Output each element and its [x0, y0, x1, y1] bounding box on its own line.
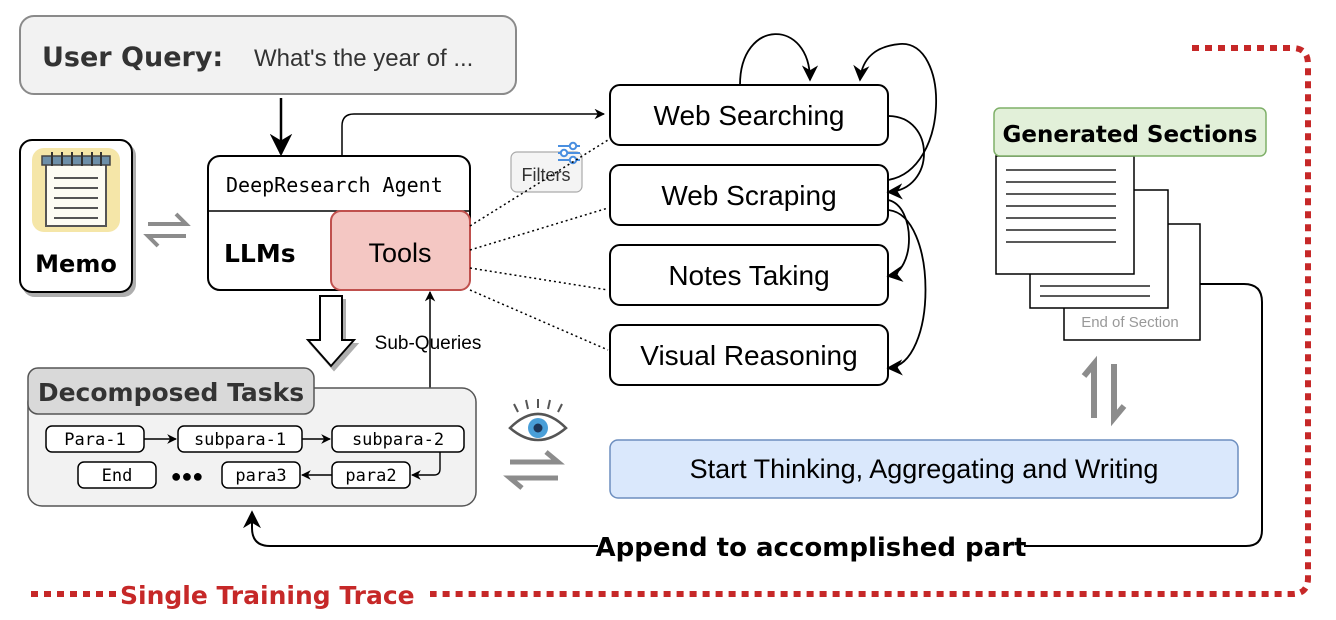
append-loop-arrow	[243, 283, 1263, 547]
tool-dotted-connectors	[469, 139, 609, 351]
tool-box-web-scraping: Web Scraping	[609, 164, 889, 226]
task-node-end: End	[77, 461, 157, 489]
deepresearch-agent-box: DeepResearch Agent LLMs Tools	[207, 155, 471, 291]
svg-text:Para-1: Para-1	[64, 430, 125, 450]
svg-text:para2: para2	[345, 466, 396, 486]
tool-box-notes-taking: Notes Taking	[609, 244, 889, 306]
decomposed-tasks-panel: Decomposed Tasks Para-1 subpara-1 subpar…	[27, 367, 477, 507]
filters-badge: Filters	[510, 141, 583, 193]
eye-icon	[508, 399, 568, 442]
agent-title: DeepResearch Agent	[226, 173, 443, 197]
task-node-para3: para3	[221, 461, 301, 489]
tool-box-visual-reasoning: Visual Reasoning	[609, 324, 889, 386]
svg-text:subpara-2: subpara-2	[352, 430, 444, 450]
filters-label: Filters	[522, 165, 571, 185]
start-thinking-label: Start Thinking, Aggregating and Writing	[690, 454, 1159, 484]
tool-box-web-searching: Web Searching	[609, 84, 889, 146]
llms-label: LLMs	[224, 239, 296, 268]
sections-exchange-arrows	[1081, 355, 1127, 427]
user-query-text: What's the year of ...	[254, 45, 473, 72]
append-label: Append to accomplished part	[596, 533, 1027, 563]
memo-card: Memo	[19, 139, 133, 293]
end-of-section-label: End of Section	[1081, 314, 1179, 331]
start-thinking-box: Start Thinking, Aggregating and Writing	[609, 439, 1239, 499]
generated-sections-title: Generated Sections	[1003, 122, 1258, 148]
tool-label-web-searching: Web Searching	[654, 100, 845, 131]
tools-label: Tools	[368, 238, 431, 268]
agent-to-search-arrow	[341, 108, 606, 156]
svg-text:para3: para3	[235, 466, 286, 486]
svg-text:subpara-1: subpara-1	[194, 430, 286, 450]
user-query-box: User Query: What's the year of ...	[19, 15, 517, 95]
task-node-para-1: Para-1	[45, 425, 145, 453]
task-ellipsis: ●●●	[171, 466, 204, 486]
memo-label: Memo	[35, 250, 117, 278]
task-node-para2: para2	[331, 461, 411, 489]
tool-label-visual-reasoning: Visual Reasoning	[640, 340, 857, 371]
hollow-down-arrow	[305, 295, 357, 368]
tool-label-notes-taking: Notes Taking	[668, 260, 829, 291]
notepad-icon	[32, 148, 120, 232]
single-trace-label: Single Training Trace	[120, 581, 415, 610]
task-node-subpara-1: subpara-1	[177, 425, 303, 453]
tools-box	[330, 210, 471, 291]
decomposed-tasks-title: Decomposed Tasks	[38, 378, 304, 407]
task-flow-arrows	[144, 434, 441, 480]
think-exchange-arrows	[503, 450, 565, 490]
user-query-label: User Query:	[42, 42, 223, 73]
generated-sections-group: End of Section Generated Sections	[993, 107, 1267, 341]
tool-loop-arrows	[739, 33, 937, 376]
memo-exchange-arrows	[143, 212, 191, 248]
sub-queries-label: Sub-Queries	[375, 333, 482, 354]
tool-label-web-scraping: Web Scraping	[661, 180, 836, 211]
svg-text:End: End	[102, 466, 133, 486]
training-trace-border	[28, 45, 1311, 597]
task-node-subpara-2: subpara-2	[331, 425, 465, 453]
